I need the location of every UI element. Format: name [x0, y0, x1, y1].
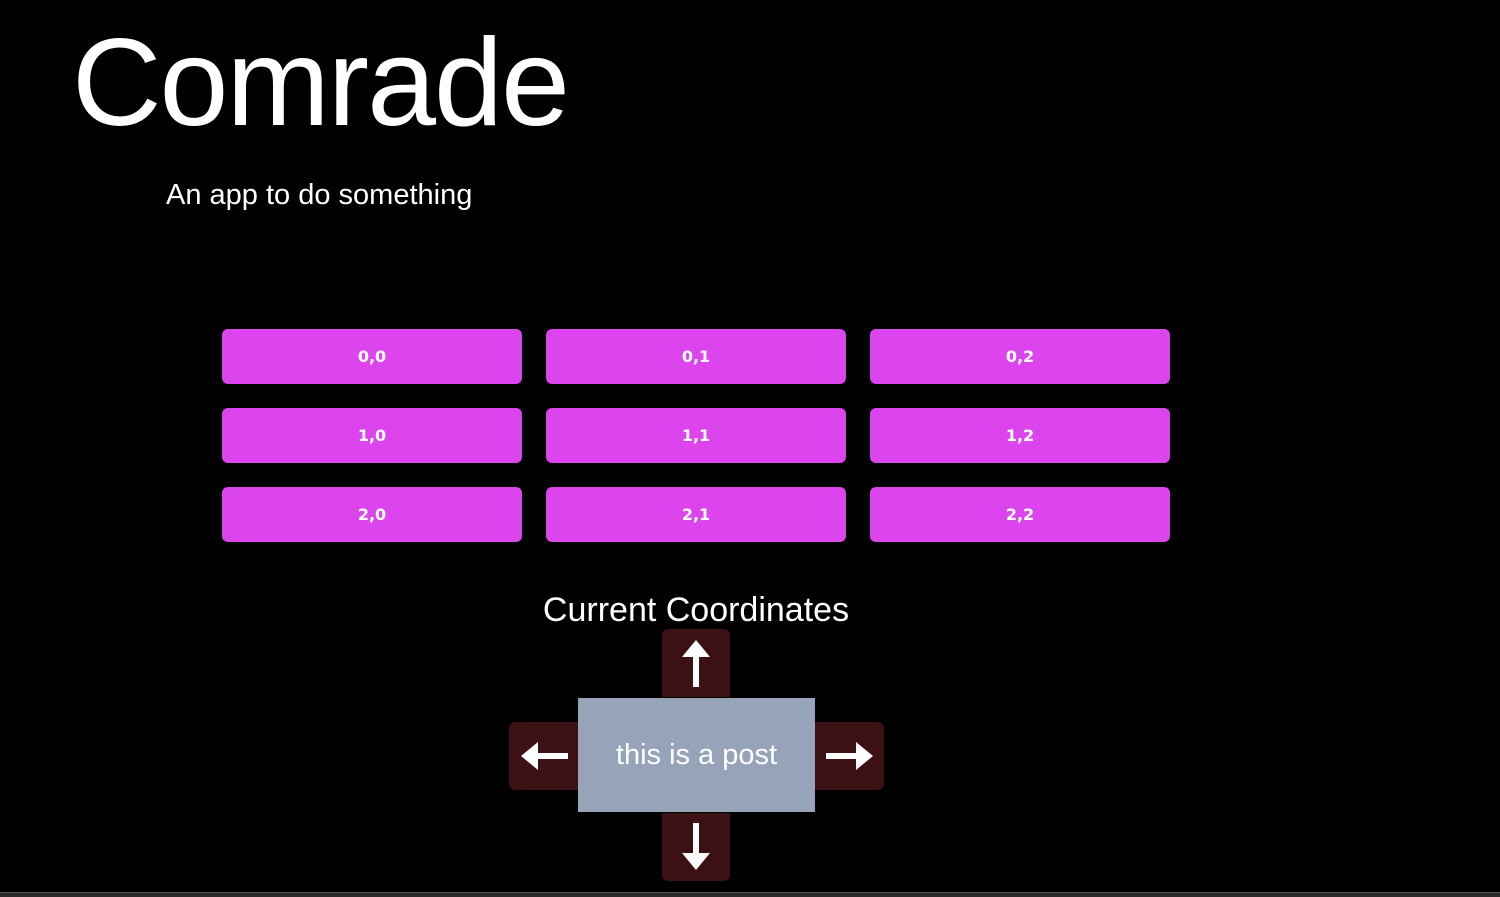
grid-cell-0-2[interactable]: 0,2: [870, 329, 1170, 384]
move-right-button[interactable]: [815, 722, 884, 790]
grid-cell-1-0[interactable]: 1,0: [222, 408, 522, 463]
arrow-down-icon: [682, 823, 710, 870]
grid-cell-1-2[interactable]: 1,2: [870, 408, 1170, 463]
app-title: Comrade: [72, 14, 570, 152]
arrow-right-icon: [825, 742, 873, 770]
move-up-button[interactable]: [662, 629, 730, 697]
grid-cell-2-1[interactable]: 2,1: [546, 487, 846, 542]
grid-cell-2-0[interactable]: 2,0: [222, 487, 522, 542]
post-text: this is a post: [615, 738, 778, 771]
move-down-button[interactable]: [662, 813, 730, 881]
coordinate-grid: 0,0 0,1 0,2 1,0 1,1 1,2 2,0 2,1 2,2: [222, 329, 1170, 542]
grid-cell-2-2[interactable]: 2,2: [870, 487, 1170, 542]
move-left-button[interactable]: [509, 722, 578, 790]
grid-cell-0-1[interactable]: 0,1: [546, 329, 846, 384]
arrow-up-icon: [682, 640, 710, 687]
current-coordinates-heading: Current Coordinates: [542, 591, 850, 629]
post-card: this is a post: [578, 698, 815, 812]
window-bottom-edge: [0, 892, 1500, 897]
app-subtitle: An app to do something: [166, 179, 473, 211]
grid-cell-0-0[interactable]: 0,0: [222, 329, 522, 384]
grid-cell-1-1[interactable]: 1,1: [546, 408, 846, 463]
arrow-left-icon: [520, 742, 568, 770]
